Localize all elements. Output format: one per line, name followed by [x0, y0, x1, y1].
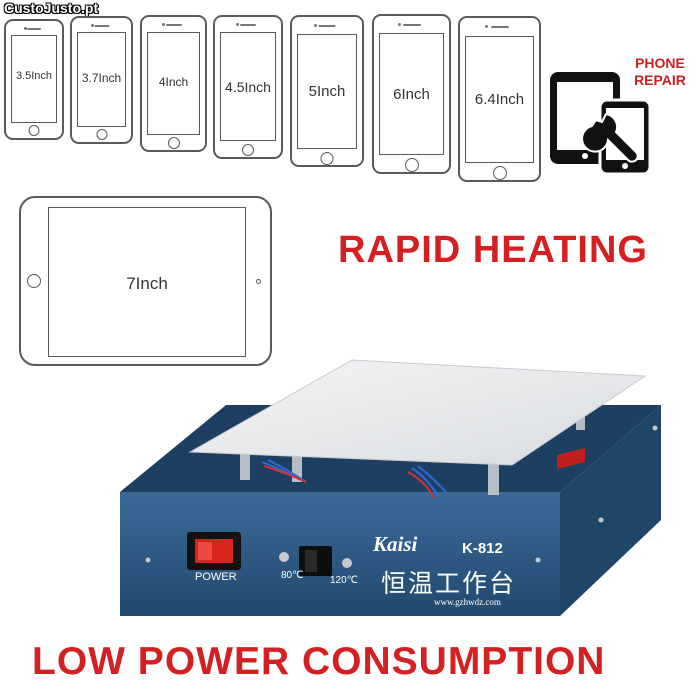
home-button: [167, 137, 180, 149]
speaker-slot: [94, 25, 109, 27]
camera-dot: [236, 23, 239, 26]
home-button: [242, 144, 254, 156]
model-number: K-812: [462, 540, 503, 557]
phone-screen: 6.4Inch: [465, 36, 534, 163]
watermark: CustoJusto.pt: [4, 0, 99, 16]
size-label: 4.5Inch: [225, 79, 271, 95]
tablet-size-label: 7Inch: [126, 274, 168, 293]
tablet-home-button: [27, 274, 41, 288]
brand-url: www.gzhwdz.com: [434, 597, 501, 607]
phone-screen: 4Inch: [147, 32, 200, 135]
speaker-slot: [240, 24, 256, 26]
phone-repair-title: PHONE REPAIR: [620, 55, 700, 89]
speaker-slot: [27, 28, 41, 30]
speaker-slot: [165, 24, 182, 26]
size-label: 5Inch: [308, 83, 346, 100]
camera-dot: [162, 23, 165, 26]
phone-screen: 6Inch: [379, 33, 444, 155]
product-name-chinese: 恒温工作台: [381, 570, 517, 598]
home-button: [96, 129, 107, 140]
size-label: 6Inch: [393, 86, 430, 103]
temp-high-label: 120℃: [330, 575, 358, 586]
home-button: [492, 166, 507, 180]
phone-repair-line2: REPAIR: [634, 72, 686, 88]
phone-tablet-wrench-icon: [550, 72, 652, 176]
phone-repair-line1: PHONE: [635, 55, 685, 71]
home-button: [28, 125, 40, 136]
phone-outline-3-7: 3.7Inch: [70, 16, 133, 144]
phone-outline-3-5: 3.5Inch: [4, 19, 64, 140]
size-label: 3.7Inch: [81, 71, 122, 85]
brand-logo: Kaisi: [373, 532, 418, 556]
speaker-slot: [402, 24, 421, 26]
phone-outline-6: 6Inch: [372, 14, 451, 174]
home-button: [404, 158, 419, 172]
phone-screen: 3.7Inch: [77, 32, 126, 127]
camera-dot: [398, 23, 401, 26]
tablet-outline-7: 7Inch: [19, 196, 272, 366]
camera-dot: [24, 27, 27, 30]
phone-outline-4-5: 4.5Inch: [213, 15, 283, 159]
size-label: 6.4Inch: [474, 91, 525, 108]
phone-screen: 4.5Inch: [220, 32, 276, 141]
size-label: 3.5Inch: [15, 70, 53, 82]
tablet-camera: [256, 279, 261, 284]
camera-dot: [91, 24, 94, 27]
power-label: POWER: [195, 571, 237, 583]
size-label: 4Inch: [158, 75, 189, 89]
camera-dot: [314, 24, 317, 27]
temp-low-label: 80℃: [281, 570, 304, 581]
phone-screen: 5Inch: [297, 34, 357, 149]
phone-outline-4: 4Inch: [140, 15, 207, 152]
speaker-slot: [318, 25, 336, 27]
phone-outline-6-4: 6.4Inch: [458, 16, 541, 182]
tablet-screen: 7Inch: [48, 207, 246, 357]
phone-screen: 3.5Inch: [11, 35, 57, 123]
rapid-heating-headline: RAPID HEATING: [338, 229, 648, 271]
low-power-headline: LOW POWER CONSUMPTION: [32, 640, 606, 683]
home-button: [320, 152, 334, 165]
camera-dot: [485, 25, 488, 28]
phone-outline-5: 5Inch: [290, 15, 364, 167]
speaker-slot: [490, 26, 509, 28]
